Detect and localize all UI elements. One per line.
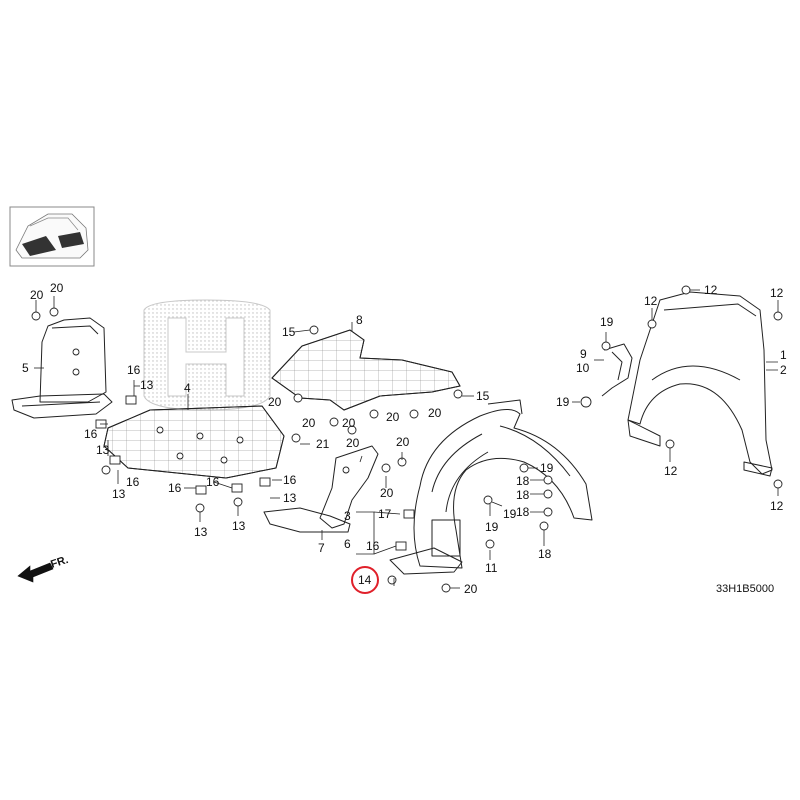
callout-20: 20	[428, 406, 442, 420]
engine-under-cover[interactable]	[103, 405, 285, 479]
callout-19: 19	[600, 315, 614, 329]
callout-19: 19	[503, 507, 517, 521]
callout-16: 16	[366, 539, 380, 553]
callout-4: 4	[184, 381, 191, 395]
callout-18: 18	[516, 505, 530, 519]
callout-5: 5	[22, 361, 29, 375]
callout-20: 20	[346, 436, 360, 450]
callout-16: 16	[206, 475, 220, 489]
callout-20: 20	[30, 288, 44, 302]
callout-16: 16	[283, 473, 297, 487]
callout-16: 16	[168, 481, 182, 495]
callout-15: 15	[476, 389, 490, 403]
callout-13: 13	[112, 487, 126, 501]
callout-18: 18	[516, 474, 530, 488]
callout-21: 21	[316, 437, 330, 451]
callout-11: 11	[485, 561, 498, 575]
callout-16: 16	[127, 363, 141, 377]
callout-20: 20	[342, 416, 356, 430]
callout-13: 13	[194, 525, 208, 539]
callout-20: 20	[396, 435, 410, 449]
callout-1: 1	[780, 348, 787, 362]
vehicle-locator-thumbnail	[9, 206, 95, 267]
leader-lines	[34, 289, 779, 589]
callout-10: 10	[576, 361, 590, 375]
callout-16: 16	[126, 475, 140, 489]
callout-18: 18	[538, 547, 552, 561]
callout-20: 20	[268, 395, 282, 409]
fasteners	[31, 285, 783, 593]
front-fender-liner[interactable]	[389, 399, 593, 575]
callout-17: 17	[378, 507, 392, 521]
callout-9: 9	[580, 347, 587, 361]
honda-emblem-watermark	[143, 299, 271, 411]
callout-13: 13	[140, 378, 154, 392]
callout-6: 6	[344, 537, 351, 551]
callout-12: 12	[644, 294, 658, 308]
callout-20: 20	[464, 582, 478, 596]
callout-12: 12	[664, 464, 678, 478]
callout-12: 12	[704, 283, 718, 297]
highlight-ring	[351, 566, 379, 594]
front-splash-shield-left[interactable]	[11, 317, 113, 419]
callout-19: 19	[485, 520, 499, 534]
callout-12: 12	[770, 499, 784, 513]
side-splash-shield[interactable]	[263, 445, 379, 533]
callout-13: 13	[283, 491, 297, 505]
callout-19: 19	[556, 395, 570, 409]
callout-18: 18	[516, 488, 530, 502]
callout-16: 16	[84, 427, 98, 441]
front-direction-arrow: FR.	[17, 554, 70, 583]
front-label: FR.	[49, 554, 70, 571]
callout-labels: 20 20 5 16 13 4 16 13 13 16 16 13 13 16 …	[22, 281, 787, 596]
diagram-code: 33H1B5000	[716, 583, 774, 595]
callout-13: 13	[96, 443, 110, 457]
callout-13: 13	[232, 519, 246, 533]
callout-20: 20	[50, 281, 64, 295]
callout-3: 3	[344, 509, 351, 523]
front-fender[interactable]	[627, 291, 773, 477]
callout-12: 12	[770, 286, 784, 300]
callout-7: 7	[318, 541, 325, 555]
callout-20: 20	[380, 486, 394, 500]
callout-19: 19	[540, 461, 554, 475]
side-marker-harness[interactable]	[601, 341, 633, 397]
callout-20: 20	[302, 416, 316, 430]
callout-15: 15	[282, 325, 296, 339]
callout-2: 2	[780, 363, 787, 377]
callout-14-highlighted: 14	[358, 573, 372, 587]
callout-20: 20	[386, 410, 400, 424]
callout-8: 8	[356, 313, 363, 327]
